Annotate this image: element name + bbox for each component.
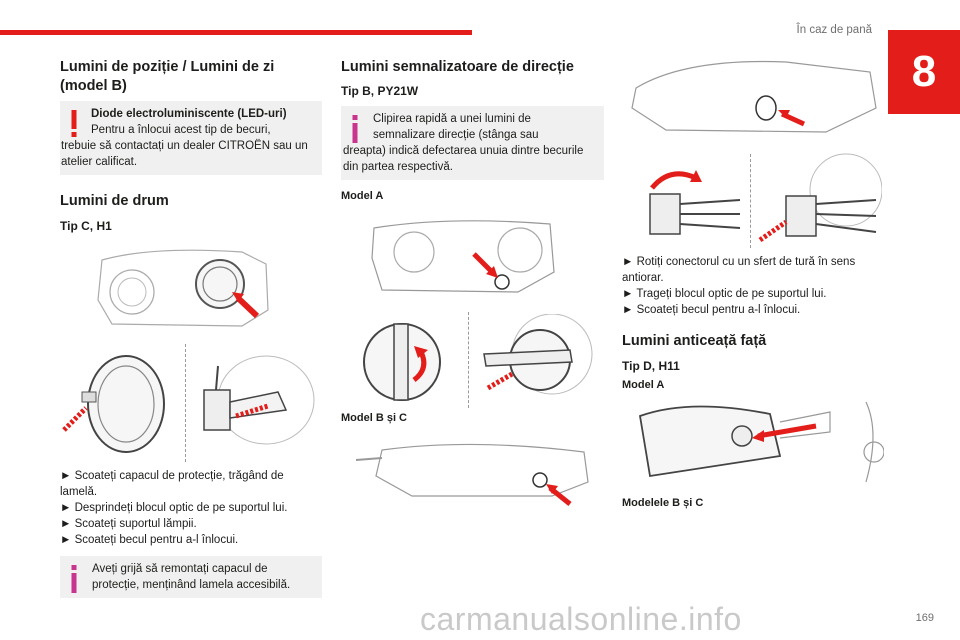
section-title-lumini-anticeata: Lumini anticeață față [622, 333, 767, 349]
lamp-holder-illustration [203, 355, 315, 445]
connector-pull-illustration [758, 153, 882, 243]
col1-steps: ► Scoateți capacul de protecție, trăgând… [60, 468, 322, 548]
warning-line2: Pentru a înlocui acest tip de becuri, [91, 124, 271, 136]
figure-divider [750, 154, 751, 248]
label-model-b-c: Model B și C [341, 412, 408, 424]
info-line1: Clipirea rapidă a unei lumini de [373, 113, 531, 125]
info-line2: semnalizare direcție (stânga sau [373, 129, 539, 141]
subtitle-tip-c: Tip C, H1 [60, 219, 112, 233]
subtitle-tip-b: Tip B, PY21W [341, 84, 419, 98]
figure-divider [468, 312, 469, 408]
running-head: În caz de pană [796, 24, 872, 36]
step-item: ► Trageți blocul optic de pe suportul lu… [622, 288, 827, 300]
bulb-cap-pull-illustration [483, 314, 593, 395]
subtitle-tip-d: Tip D, H11 [622, 359, 680, 373]
label-models-b-c: Modelele B și C [622, 497, 704, 509]
info-box-col1: Aveți grijă să remontați capacul de prot… [60, 556, 322, 598]
page-number: 169 [915, 612, 934, 624]
warning-rest: trebuie să contactați un dealer CITROËN … [61, 140, 308, 168]
figure-divider [185, 344, 186, 462]
info-line2: protecție, menținând lamela accesibilă. [92, 579, 291, 591]
step-item: ► Scoateți becul pentru a-l înlocui. [60, 534, 239, 546]
protective-cover-illustration [62, 355, 165, 453]
step-item: ► Scoateți suportul lămpii. [60, 518, 197, 530]
step-item: ► Rotiți conectorul cu un sfert de tură … [622, 256, 856, 284]
section-title-lumini-de-drum: Lumini de drum [60, 193, 169, 209]
warning-icon [71, 110, 77, 137]
info-rest: dreapta) indică defectarea unuia dintre … [343, 145, 584, 173]
watermark: carmanualsonline.info [420, 601, 742, 637]
col1-title: Lumini de poziție / Lumini de zi (model … [60, 59, 275, 94]
bulb-cap-rotate-illustration [363, 323, 441, 401]
top-accent-bar [0, 30, 472, 35]
label-model-a: Model A [622, 379, 665, 391]
label-model-a: Model A [341, 190, 384, 202]
warning-box: Diode electroluminiscente (LED-uri) Pent… [60, 101, 322, 175]
headlamp-col3-illustration [631, 60, 877, 133]
info-icon [71, 565, 77, 593]
headlamp-illustration [97, 249, 269, 327]
fog-lamp-illustration [638, 401, 884, 483]
headlamp-model-a-illustration [371, 220, 555, 293]
connector-rotate-illustration [649, 170, 741, 235]
step-item: ► Scoateți capacul de protecție, trăgând… [60, 470, 284, 498]
col3-steps: ► Rotiți conectorul cu un sfert de tură … [622, 254, 884, 318]
info-box-col2: Clipirea rapidă a unei lumini de semnali… [341, 106, 604, 180]
step-item: ► Desprindeți blocul optic de pe suportu… [60, 502, 288, 514]
step-item: ► Scoateți becul pentru a-l înlocui. [622, 304, 801, 316]
chapter-tab: 8 [888, 30, 960, 114]
headlamp-model-bc-illustration [355, 443, 589, 506]
col2-title: Lumini semnalizatoare de direcție [341, 59, 574, 75]
warning-heading: Diode electroluminiscente (LED-uri) [91, 108, 287, 120]
info-line1: Aveți grijă să remontați capacul de [92, 563, 268, 575]
info-icon [352, 115, 358, 143]
